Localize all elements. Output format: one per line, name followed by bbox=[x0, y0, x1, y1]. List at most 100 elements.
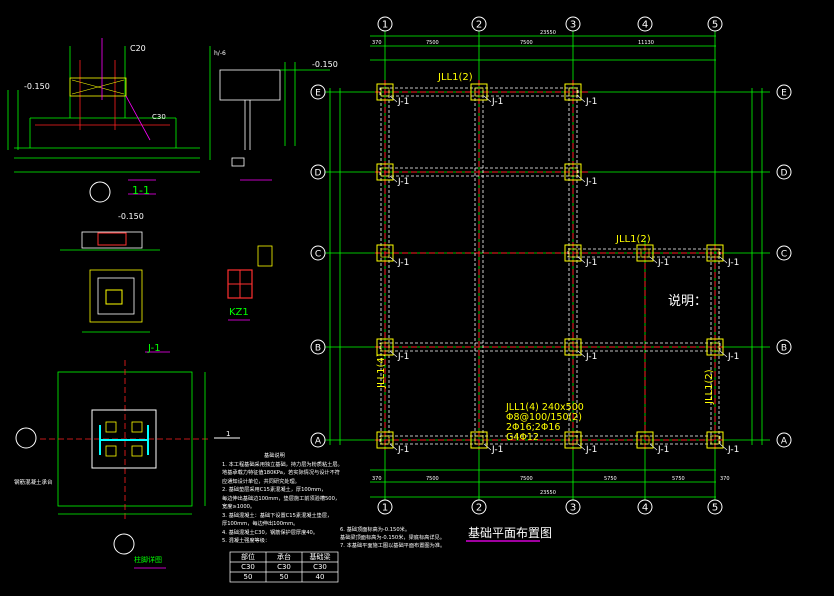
row-bubble-label: D bbox=[781, 169, 788, 179]
spec-note-line: 6. 基础顶面标高为-0.150米。 bbox=[340, 527, 411, 533]
beam-spec: JLL1(4) 240x500 Φ8@100/150(2) 2Φ16;2Φ16 … bbox=[506, 403, 584, 443]
column-bubble-4: 4 bbox=[637, 16, 653, 32]
row-bubble-C: C bbox=[310, 245, 326, 261]
beam-spec-line1: JLL1(4) 240x500 bbox=[506, 402, 584, 413]
table-cell: 承台 bbox=[277, 553, 291, 561]
row-bubble-label: C bbox=[315, 250, 321, 260]
row-bubble-A: A bbox=[776, 432, 792, 448]
spec-note-line: 1. 本工程基础采用独立基础，持力层为粉质粘土层。 bbox=[222, 461, 343, 468]
footing-tag: J-1 bbox=[727, 352, 739, 362]
row-bubble-A: A bbox=[310, 432, 326, 448]
footing-tag: J-1 bbox=[491, 445, 503, 455]
beam-label-left: JLL1(4) bbox=[376, 353, 387, 388]
spec-note-line: 4. 基础混凝土C30，钢筋保护层厚度40。 bbox=[222, 529, 319, 536]
row-bubble-B: B bbox=[310, 339, 326, 355]
footing bbox=[564, 244, 582, 262]
spec-note-line: 厚100mm，每边伸出100mm。 bbox=[222, 521, 299, 527]
spec-note-line: 每边伸出基础边100mm，垫层施工前须验槽500， bbox=[222, 495, 341, 502]
footing bbox=[376, 83, 394, 101]
footing bbox=[706, 244, 724, 262]
column-bubble-label: 1 bbox=[382, 20, 388, 31]
footing-tag: J-1 bbox=[397, 258, 409, 268]
section-1-1 bbox=[7, 46, 211, 173]
spec-note-line: 应通知设计单位，共同研究处理。 bbox=[222, 478, 300, 485]
beam-label-mid: JLL1(2) bbox=[616, 234, 651, 245]
plan-title: 基础平面布置图 bbox=[468, 526, 553, 540]
footing bbox=[376, 244, 394, 262]
table-cell: C30 bbox=[241, 563, 255, 571]
section-marker bbox=[89, 181, 111, 203]
column-bubble-label: 2 bbox=[476, 503, 482, 514]
beam-spec-line4: G4Φ12 bbox=[506, 432, 539, 443]
dim-top-left: 370 bbox=[372, 40, 382, 46]
footing-tag: J-1 bbox=[585, 258, 597, 268]
table-cell: 40 bbox=[315, 573, 325, 581]
dim-top-total: 23550 bbox=[540, 30, 556, 36]
table-cell: 50 bbox=[243, 573, 253, 581]
dim-bot-total: 23550 bbox=[540, 490, 556, 496]
row-bubble-label: A bbox=[781, 437, 788, 447]
footing bbox=[706, 431, 724, 449]
beam-spec-line2: Φ8@100/150(2) bbox=[506, 412, 582, 423]
detail-b-elev: -0.150 bbox=[312, 60, 338, 69]
table-cell: C30 bbox=[277, 563, 291, 571]
footing-tag: J-1 bbox=[491, 97, 503, 107]
row-bubble-label: B bbox=[781, 344, 787, 354]
beam-label-right: JLL1(2) bbox=[704, 369, 715, 404]
column-bubble-label: 4 bbox=[642, 503, 648, 514]
spec-notes-right: 6. 基础顶面标高为-0.150米。 基础梁顶面标高为-0.150米，梁底标高详… bbox=[340, 526, 470, 550]
table-cell: 50 bbox=[279, 573, 289, 581]
dim-bot-s1: 7500 bbox=[426, 476, 439, 482]
row-bubble-D: D bbox=[776, 164, 792, 180]
column-bubble-3: 3 bbox=[565, 499, 581, 515]
footing-tag: J-1 bbox=[727, 258, 739, 268]
row-bubble-D: D bbox=[310, 164, 326, 180]
footing bbox=[470, 431, 488, 449]
footing bbox=[470, 83, 488, 101]
spec-note-line: 7. 本基础平面施工图以基础平面布置图为准。 bbox=[340, 543, 446, 549]
section-title: 1-1 bbox=[132, 184, 150, 197]
row-bubble-E: E bbox=[310, 84, 326, 100]
footing-tag: J-1 bbox=[657, 258, 669, 268]
column-bubble-label: 1 bbox=[382, 503, 388, 514]
spec-note-line: 地基承载力特征值180KPa，若实际情况与设计不符 bbox=[222, 470, 340, 476]
column-bubble-4: 4 bbox=[637, 499, 653, 515]
footing bbox=[376, 163, 394, 181]
row-bubble-B: B bbox=[776, 339, 792, 355]
dim-top-s2: 7500 bbox=[520, 40, 533, 46]
notes-heading: 说明： bbox=[668, 294, 708, 309]
table-row: 50 50 40 bbox=[230, 572, 338, 582]
dim-bot-s3: 5750 bbox=[604, 476, 617, 482]
column-bubble-label: 3 bbox=[570, 20, 576, 31]
dim-bot-left: 370 bbox=[372, 476, 382, 482]
dim-top-s1: 7500 bbox=[426, 40, 439, 46]
footing bbox=[564, 163, 582, 181]
footing-tag: J-1 bbox=[397, 97, 409, 107]
column-bubble-1: 1 bbox=[377, 16, 393, 32]
footing-tag: J-1 bbox=[585, 97, 597, 107]
detail-b bbox=[219, 69, 281, 167]
footing-tag: J-1 bbox=[585, 177, 597, 187]
footing bbox=[706, 338, 724, 356]
column-bubble-label: 5 bbox=[712, 20, 718, 31]
footing-tag: J-1 bbox=[585, 445, 597, 455]
table-cell: 部位 bbox=[241, 553, 255, 561]
row-bubble-label: C bbox=[781, 250, 787, 260]
row-bubble-label: A bbox=[315, 437, 322, 447]
material-table bbox=[229, 551, 339, 583]
column-base-label: 钢筋混凝土承台 bbox=[14, 480, 53, 486]
table-cell: 基础梁 bbox=[309, 553, 331, 561]
footing bbox=[564, 431, 582, 449]
kz1-detail bbox=[227, 245, 273, 321]
footing bbox=[564, 338, 582, 356]
column-base-detail bbox=[15, 360, 240, 569]
dim-bot-s2: 7500 bbox=[520, 476, 533, 482]
column-bubble-5: 5 bbox=[707, 16, 723, 32]
footing bbox=[376, 338, 394, 356]
dim-bot-right: 370 bbox=[720, 476, 730, 482]
